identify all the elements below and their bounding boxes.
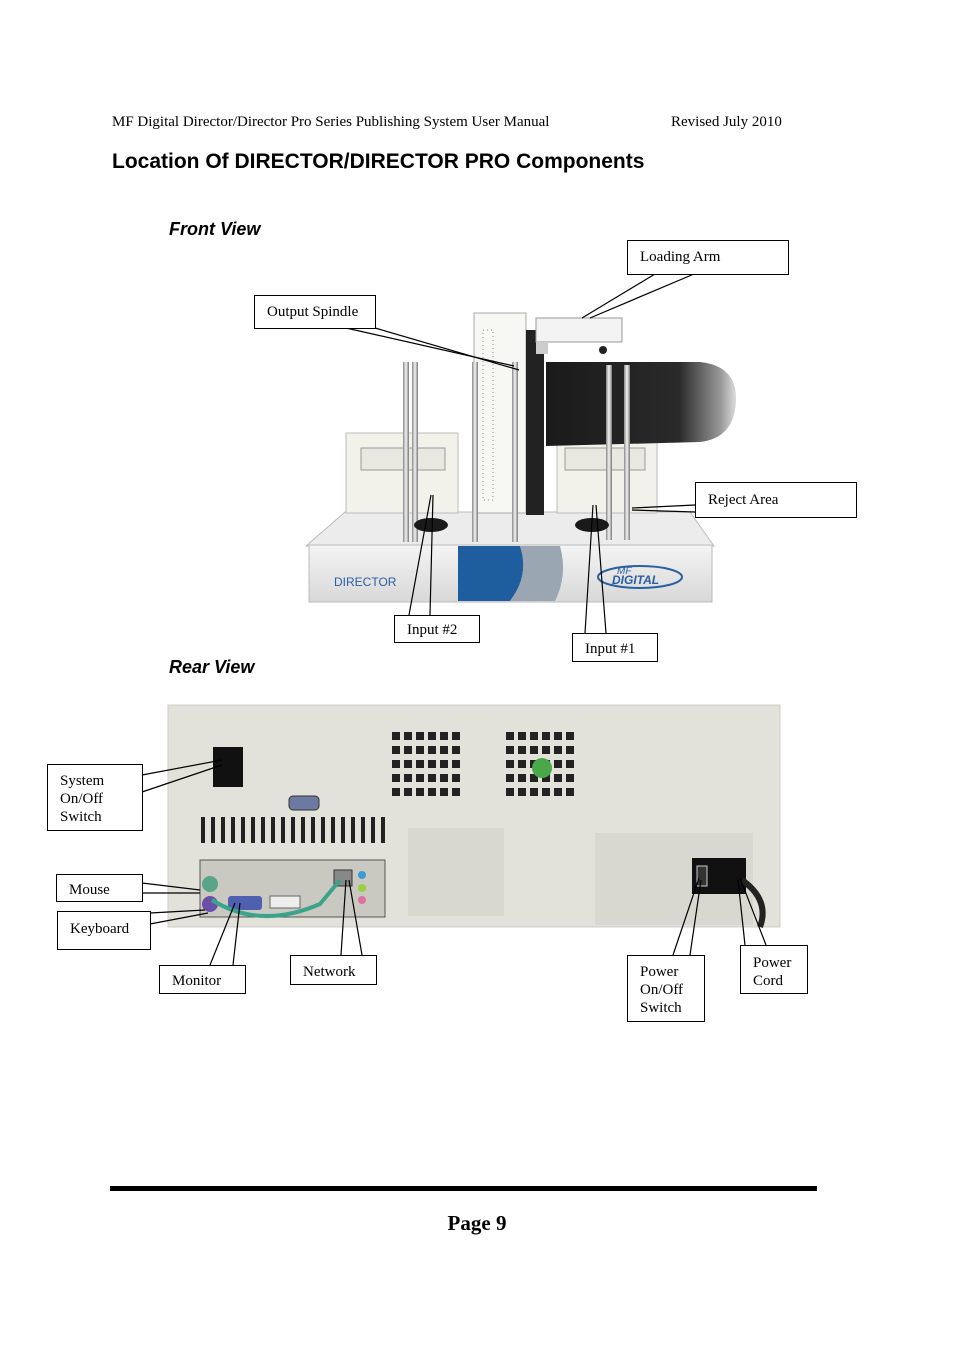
revision-date: Revised July 2010 bbox=[671, 114, 782, 130]
callout-mouse: Mouse bbox=[56, 874, 143, 902]
mf-logo: MF bbox=[617, 566, 632, 577]
fan-grille-left bbox=[388, 728, 468, 810]
callout-power-switch: Power On/Off Switch bbox=[627, 955, 705, 1022]
section-title: Location Of DIRECTOR/DIRECTOR PRO Compon… bbox=[112, 150, 645, 173]
callout-power-switch-line-3: Switch bbox=[640, 1000, 682, 1016]
director-logo: DIRECTOR bbox=[334, 575, 397, 589]
callout-system-switch-line-3: Switch bbox=[60, 809, 102, 825]
callout-power-cord-line-2: Cord bbox=[753, 973, 783, 989]
fan-grille-right bbox=[506, 732, 574, 796]
callout-output-spindle: Output Spindle bbox=[254, 295, 376, 329]
callout-system-switch-line-1: System bbox=[60, 773, 105, 789]
callout-reject-area: Reject Area bbox=[695, 482, 857, 518]
callout-loading-arm: Loading Arm bbox=[627, 240, 789, 275]
callout-input-1: Input #1 bbox=[572, 633, 658, 662]
manual-title: MF Digital Director/Director Pro Series … bbox=[112, 114, 550, 130]
callout-system-switch: System On/Off Switch bbox=[47, 764, 143, 831]
callout-keyboard: Keyboard bbox=[57, 911, 151, 950]
footer-rule bbox=[110, 1186, 817, 1191]
printer bbox=[546, 362, 737, 446]
rear-view-heading: Rear View bbox=[169, 657, 255, 677]
system-switch bbox=[213, 747, 243, 787]
callout-power-switch-line-2: On/Off bbox=[640, 982, 684, 998]
page-number: Page 9 bbox=[447, 1211, 507, 1235]
callout-network: Network bbox=[290, 955, 377, 985]
callout-power-switch-line-1: Power bbox=[640, 964, 679, 980]
callout-power-cord: Power Cord bbox=[740, 945, 808, 994]
callout-power-cord-line-1: Power bbox=[753, 955, 792, 971]
callout-input-2: Input #2 bbox=[394, 615, 480, 643]
front-view-heading: Front View bbox=[169, 219, 261, 239]
callout-monitor: Monitor bbox=[159, 965, 246, 994]
callout-system-switch-line-2: On/Off bbox=[60, 791, 104, 807]
digital-logo: DIGITAL bbox=[612, 573, 659, 587]
